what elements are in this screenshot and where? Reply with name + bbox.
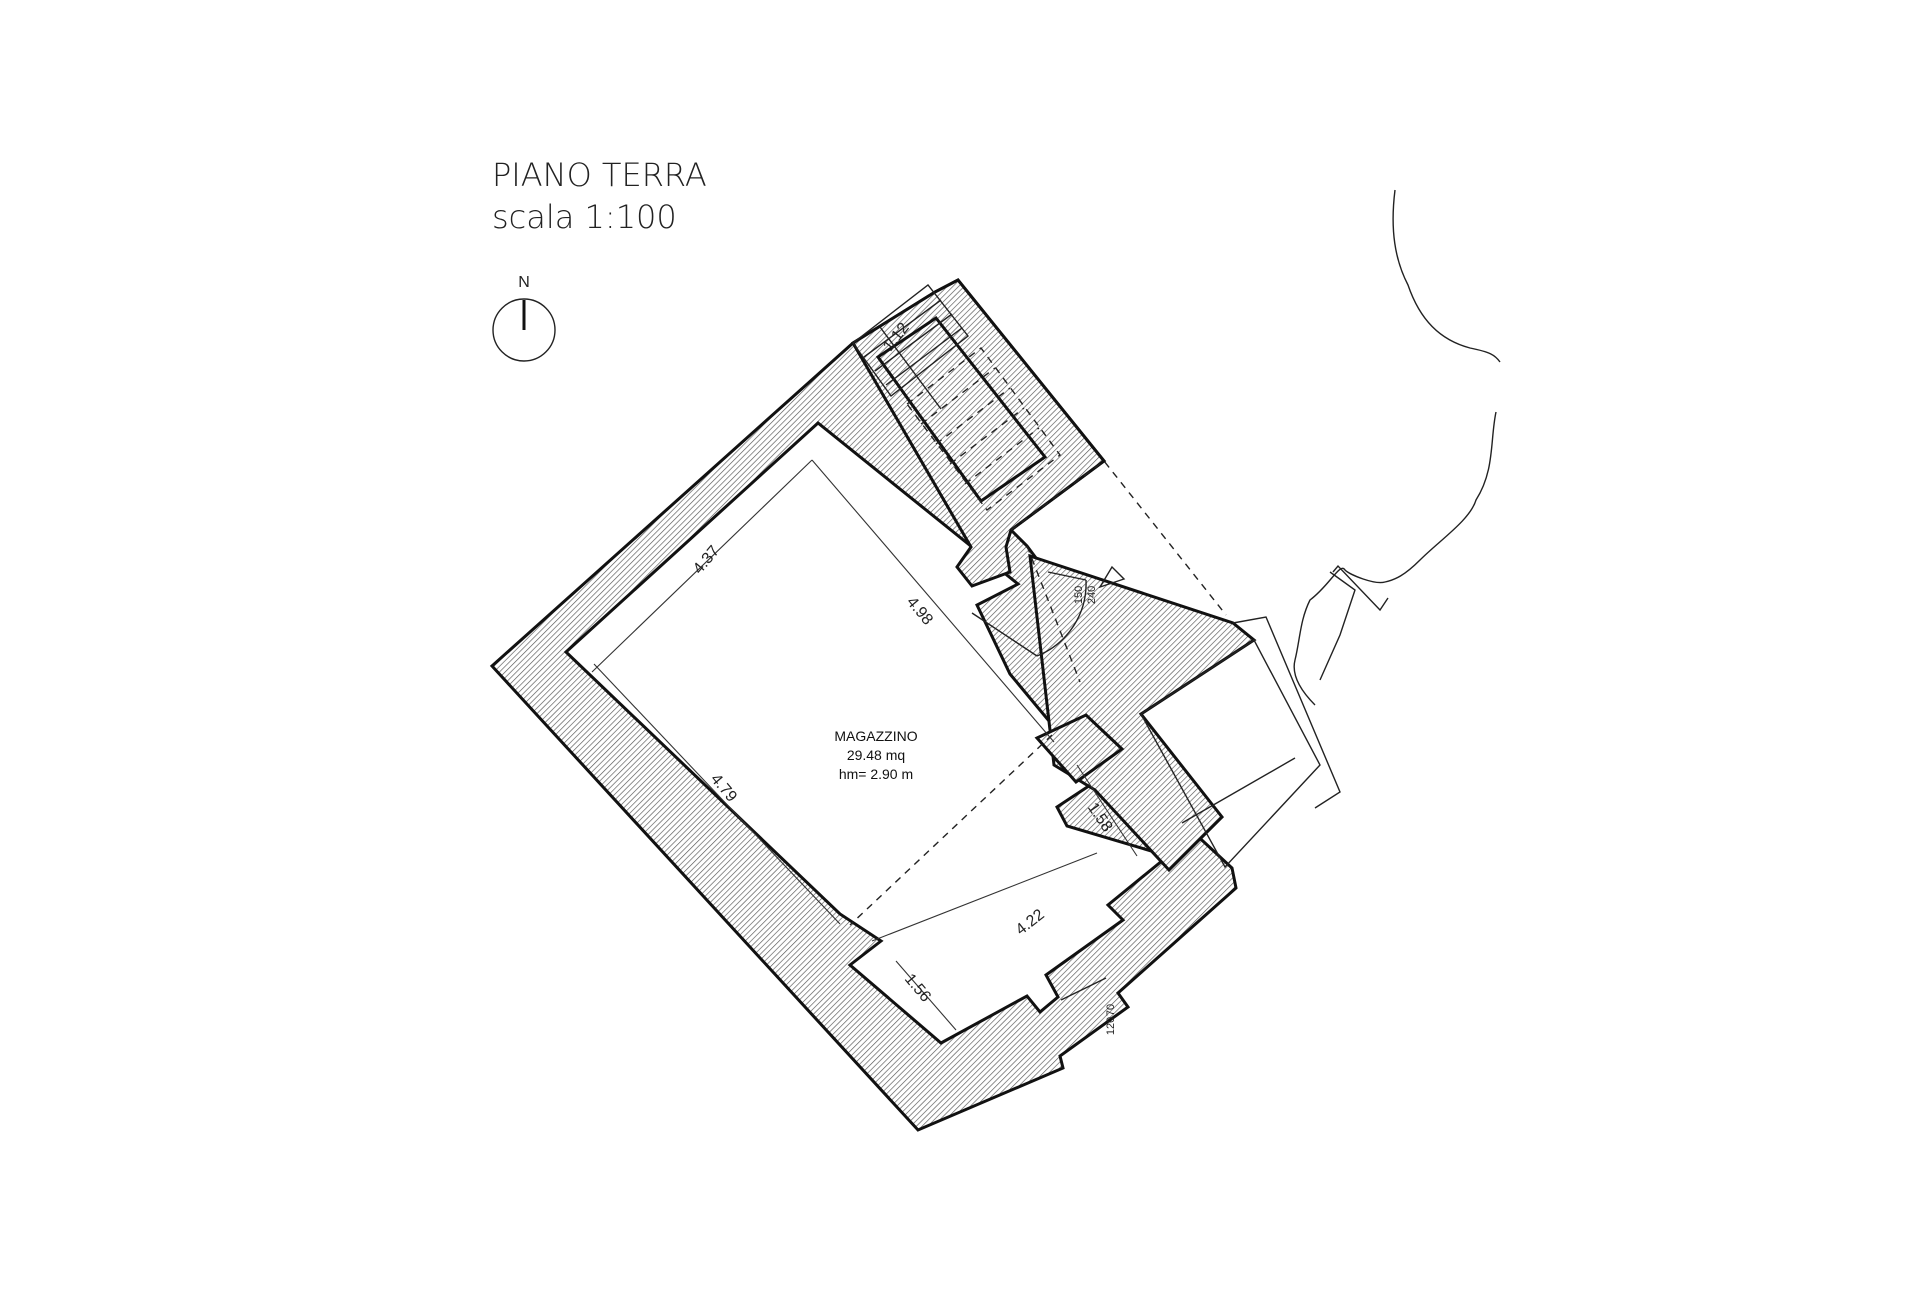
window-label-bottom: 120 xyxy=(1105,1017,1117,1035)
plan-scale: scala 1:100 xyxy=(492,198,677,236)
door-label-top: 150 xyxy=(1073,586,1085,604)
north-arrow-icon: N xyxy=(492,274,556,362)
room-area: 29.48 mq xyxy=(847,747,905,763)
walls xyxy=(489,278,1257,1132)
dim-422: 4.22 xyxy=(1013,906,1048,939)
room-divider xyxy=(849,734,1053,926)
window-label-top: 70 xyxy=(1105,1004,1117,1016)
plan-name: PIANO TERRA xyxy=(492,156,707,194)
annex xyxy=(1140,616,1341,869)
door: 150 240 xyxy=(971,565,1126,657)
room-name: MAGAZZINO xyxy=(834,728,917,744)
north-label: N xyxy=(518,274,530,291)
room-height: hm= 2.90 m xyxy=(839,766,913,782)
door-label-bottom: 240 xyxy=(1086,586,1098,604)
room-label: MAGAZZINO 29.48 mq hm= 2.90 m xyxy=(834,728,917,782)
rock-outline xyxy=(1293,189,1501,706)
window: 70 120 xyxy=(1060,977,1117,1035)
entry-triangle-icon xyxy=(1098,565,1126,589)
plan-title: PIANO TERRA scala 1:100 xyxy=(492,154,707,238)
entry-canopy xyxy=(1010,460,1227,683)
dim-156: 1.56 xyxy=(901,971,934,1006)
